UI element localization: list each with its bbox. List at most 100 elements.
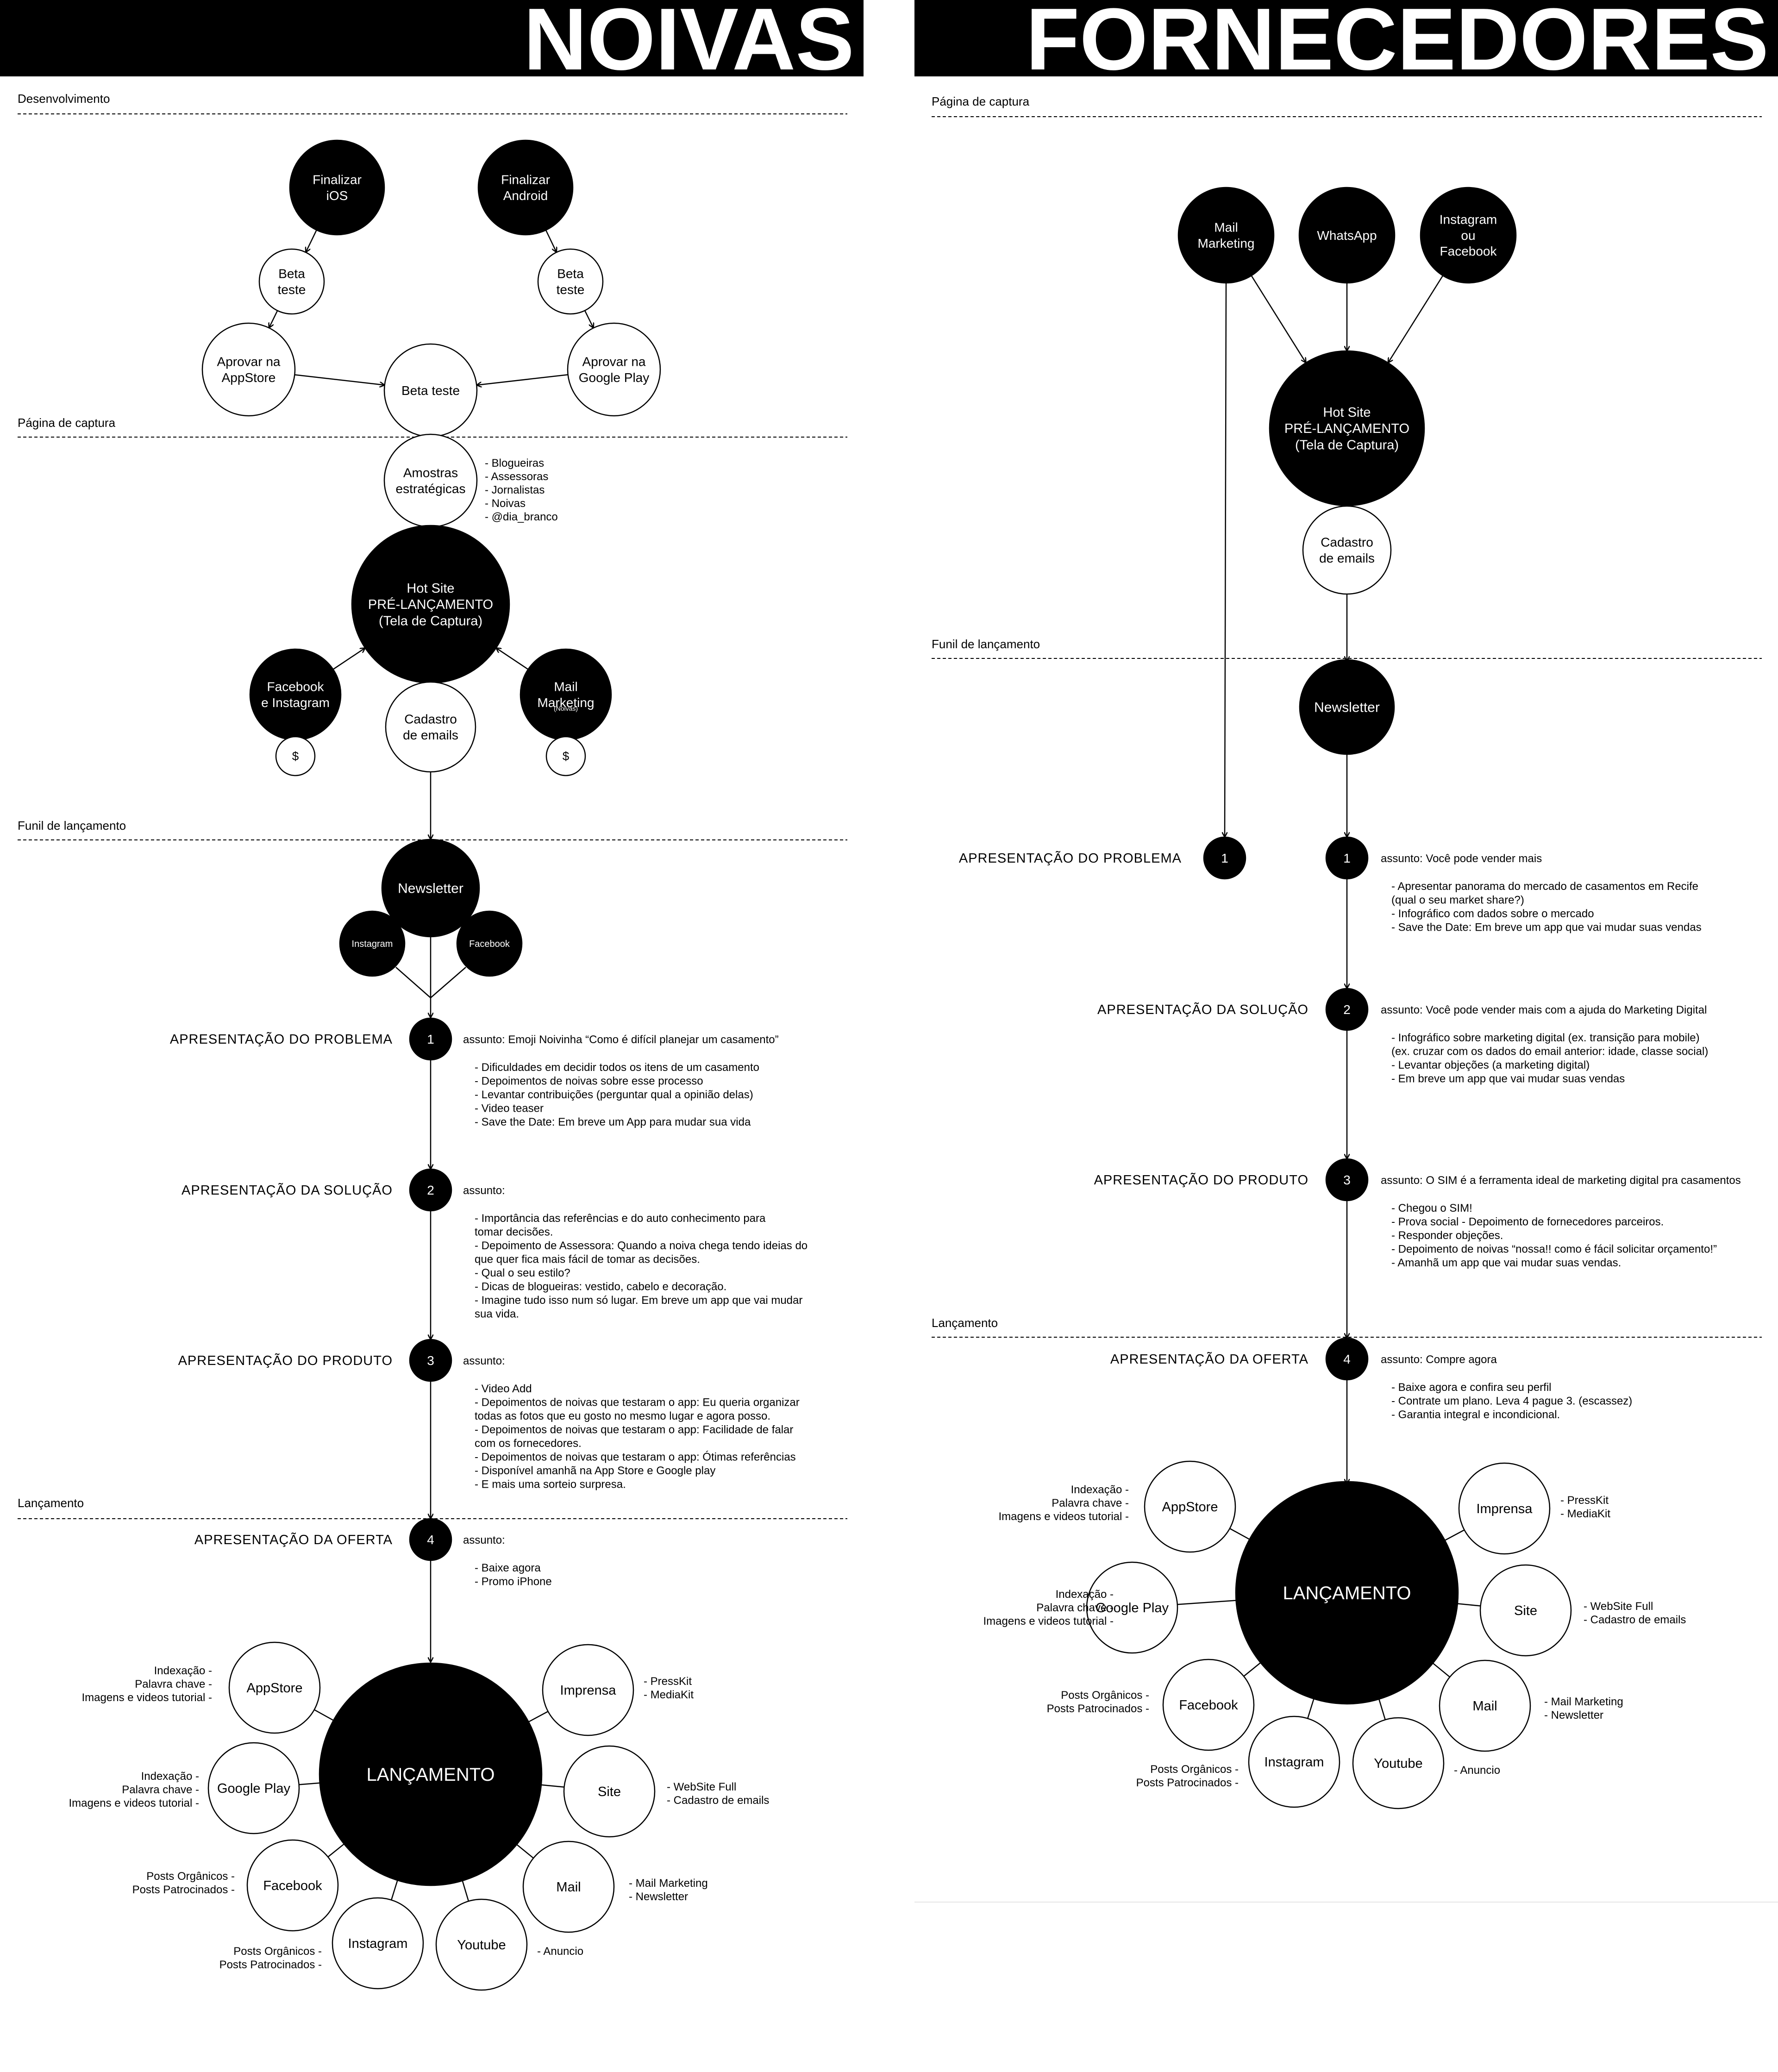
connector-arrow xyxy=(528,1711,549,1722)
launch-youtube-fornecedores-label: Youtube xyxy=(1374,1756,1422,1771)
step-1-fornecedores-label: 1 xyxy=(1343,851,1351,865)
whatsapp-fornecedores-node: WhatsApp xyxy=(1298,187,1396,284)
step-title: APRESENTAÇÃO DO PROBLEMA xyxy=(170,1031,393,1047)
step-item: - Chegou o SIM! xyxy=(1391,1202,1472,1214)
launch-mail-fornecedores-circle xyxy=(1439,1659,1531,1752)
connector-arrow xyxy=(462,1880,470,1902)
lancamento-center-fornecedores-label: LANÇAMENTO xyxy=(1283,1583,1411,1603)
lancamento-center-fornecedores-circle xyxy=(1235,1481,1459,1705)
instagram-noivas-label: Instagram xyxy=(352,939,393,949)
cadastro-emails-fornecedores-label: Cadastro xyxy=(1321,535,1373,550)
step-item: - Garantia integral e incondicional. xyxy=(1391,1408,1560,1421)
launch-site-fornecedores-node: Site xyxy=(1479,1564,1572,1657)
launch-note: Indexação - xyxy=(154,1665,212,1677)
connector-line xyxy=(1225,282,1226,837)
step-item: - Save the Date: Em breve um App para mu… xyxy=(475,1116,751,1128)
launch-note: Posts Orgânicos - xyxy=(1061,1689,1149,1702)
section-lancamento: Lançamento xyxy=(18,1496,84,1510)
section-desenvolvimento: Desenvolvimento xyxy=(18,92,110,106)
fornecedores-header: FORNECEDORES xyxy=(1026,0,1769,88)
amostras-estrategicas-label: Amostras xyxy=(403,466,458,480)
connector-arrow xyxy=(1388,275,1444,363)
step-title: APRESENTAÇÃO DO PRODUTO xyxy=(178,1352,393,1368)
mail-marketing-sub-label: (Noivas) xyxy=(554,705,578,712)
launch-mail-fornecedores-node: Mail xyxy=(1439,1659,1531,1752)
launch-facebook-noivas-node: Facebook xyxy=(246,1839,339,1932)
launch-mail-noivas-circle xyxy=(522,1840,615,1933)
connector-arrow xyxy=(1457,1603,1481,1607)
newsletter-fornecedores-node: Newsletter xyxy=(1299,659,1395,755)
step-item: - Save the Date: Em breve um app que vai… xyxy=(1391,921,1702,934)
launch-appstore-noivas-circle xyxy=(228,1641,321,1734)
launch-note: Palavra chave - xyxy=(135,1678,212,1690)
step-item: - Amanhã um app que vai mudar suas venda… xyxy=(1391,1257,1621,1269)
step-1-fornecedores-node: 1 xyxy=(1325,836,1369,880)
launch-googleplay-noivas-node: Google Play xyxy=(207,1742,300,1834)
step-2-noivas-circle xyxy=(409,1168,452,1212)
launch-note: - Anuncio xyxy=(537,1945,583,1958)
launch-note: Imagens e videos tutorial - xyxy=(983,1615,1114,1628)
finalizar-android-circle xyxy=(477,139,574,236)
section-funil: Funil de lançamento xyxy=(932,637,1040,651)
newsletter-noivas-circle xyxy=(381,839,480,938)
instagram-noivas-circle xyxy=(339,910,406,977)
launch-googleplay-fornecedores-circle xyxy=(1086,1561,1178,1654)
instagram-facebook-fornecedores-label: Instagram xyxy=(1440,213,1497,227)
step-item: - Depoimentos de noivas que testaram o a… xyxy=(475,1424,793,1436)
connector-arrow xyxy=(496,648,529,670)
connector-arrow xyxy=(327,1843,344,1858)
aprovar-googleplay-label: Google Play xyxy=(579,370,650,385)
step-subject: assunto: Emoji Noivinha “Como é difícil … xyxy=(463,1033,779,1046)
step-title: APRESENTAÇÃO DA OFERTA xyxy=(194,1532,393,1547)
facebook-noivas-label: Facebook xyxy=(469,939,510,949)
lancamento-center-noivas-label: LANÇAMENTO xyxy=(366,1765,495,1785)
step-4-noivas-node: 4 xyxy=(409,1518,452,1561)
launch-note: - PressKit xyxy=(644,1675,692,1688)
launch-note: Posts Patrocinados - xyxy=(219,1959,322,1971)
facebook-noivas-circle xyxy=(456,910,523,977)
launch-note: Posts Patrocinados - xyxy=(1136,1777,1239,1789)
launch-facebook-noivas-circle xyxy=(246,1839,339,1932)
step-3-noivas-label: 3 xyxy=(427,1353,434,1368)
step-item: - Disponível amanhã na App Store e Googl… xyxy=(475,1465,715,1477)
hot-site-noivas-label: Hot Site xyxy=(407,581,454,596)
beta-teste-left-label: Beta xyxy=(278,267,305,281)
connector-arrow xyxy=(476,374,568,385)
step-1-noivas-node: 1 xyxy=(409,1017,452,1061)
amostras-list-item: - Blogueiras xyxy=(485,457,544,469)
step-2-fornecedores-node: 2 xyxy=(1325,988,1369,1031)
launch-imprensa-fornecedores-label: Imprensa xyxy=(1477,1502,1533,1516)
step-item: - Importância das referências e do auto … xyxy=(475,1212,766,1225)
step-subject: assunto: xyxy=(463,1184,505,1197)
launch-note: Posts Orgânicos - xyxy=(233,1945,322,1958)
step-title: APRESENTAÇÃO DO PROBLEMA xyxy=(959,850,1182,866)
instagram-noivas-node: Instagram xyxy=(339,910,406,977)
fornecedores-header-bar xyxy=(914,0,1778,76)
step-item: - Apresentar panorama do mercado de casa… xyxy=(1391,880,1698,893)
step-item: - Infográfico sobre marketing digital (e… xyxy=(1391,1032,1700,1044)
hot-site-noivas-label: (Tela de Captura) xyxy=(379,614,482,629)
launch-note: Indexação - xyxy=(141,1770,199,1783)
launch-note: Imagens e videos tutorial - xyxy=(999,1510,1129,1523)
launch-instagram-fornecedores-node: Instagram xyxy=(1248,1715,1340,1808)
hot-site-noivas-label: PRÉ-LANÇAMENTO xyxy=(368,597,493,612)
launch-youtube-fornecedores-node: Youtube xyxy=(1352,1717,1445,1809)
whatsapp-fornecedores-label: WhatsApp xyxy=(1317,228,1377,243)
beta-teste-right-label: Beta xyxy=(557,267,584,281)
launch-note: - Newsletter xyxy=(1544,1709,1603,1721)
lancamento-center-noivas-node: LANÇAMENTO xyxy=(319,1662,543,1886)
step-3-fornecedores-label: 3 xyxy=(1343,1173,1351,1187)
launch-mail-noivas-node: Mail xyxy=(522,1840,615,1933)
dollar-right-node: $ xyxy=(545,736,586,776)
connector-line xyxy=(395,967,431,998)
step-item: todas as fotos que eu gosto no mesmo lug… xyxy=(475,1410,770,1422)
launch-instagram-noivas-node: Instagram xyxy=(332,1897,424,1990)
instagram-facebook-fornecedores-circle xyxy=(1420,187,1517,284)
aprovar-appstore-label: Aprovar na xyxy=(217,355,281,369)
launch-site-noivas-label: Site xyxy=(598,1784,621,1799)
